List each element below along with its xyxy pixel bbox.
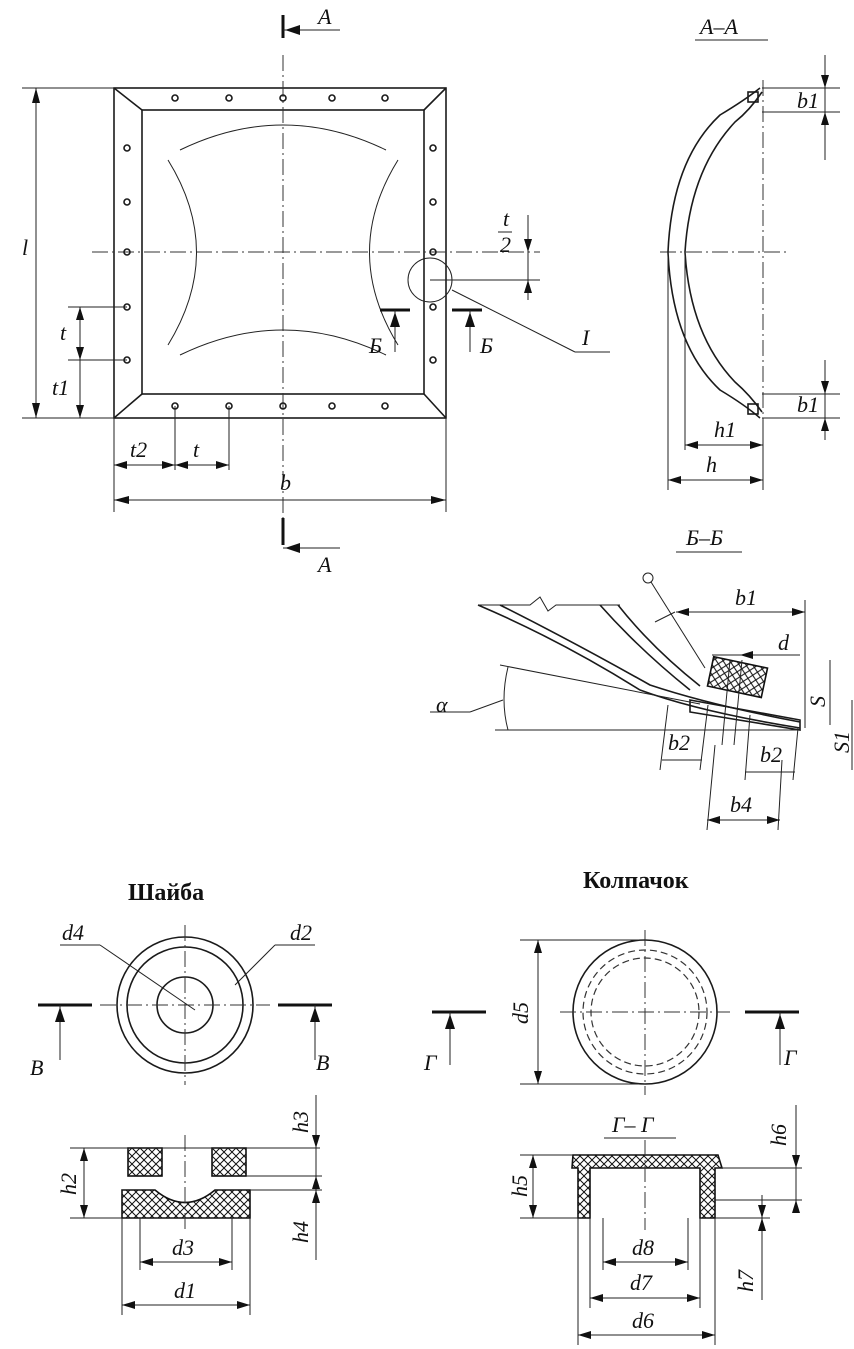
cap-d7: d7	[630, 1270, 653, 1295]
cap-d6: d6	[632, 1308, 654, 1333]
bb-b2-right: b2	[760, 742, 782, 767]
washer-h2: h2	[56, 1173, 81, 1195]
bb-d: d	[778, 630, 790, 655]
washer-d1: d1	[174, 1278, 196, 1303]
dim-t2: t2	[130, 437, 147, 462]
washer-h4: h4	[288, 1221, 313, 1243]
dim-l: l	[22, 235, 28, 260]
aa-b1-top: b1	[797, 88, 819, 113]
washer-title: Шайба	[128, 880, 204, 906]
dim-t-vertical: t	[60, 320, 67, 345]
section-aa-title: A–A	[698, 14, 738, 39]
cap-title: Колпачок	[583, 868, 689, 894]
aa-b1-bottom: b1	[797, 392, 819, 417]
section-aa-view: A–A b1 b1 h1 h	[660, 14, 840, 490]
section-b-right: Б	[479, 333, 493, 358]
washer-d3: d3	[172, 1235, 194, 1260]
dim-b: b	[280, 470, 291, 495]
dim-t1: t1	[52, 375, 69, 400]
cap-h5: h5	[507, 1175, 532, 1197]
bb-b4: b4	[730, 792, 752, 817]
washer-d4: d4	[62, 920, 84, 945]
cap-d8: d8	[632, 1235, 654, 1260]
washer-view: Шайба d4 d2 В В h2 h3	[30, 880, 332, 1315]
cap-view: Колпачок d5 Г Г Г– Г h5	[423, 868, 802, 1345]
section-a-top: A	[316, 4, 332, 29]
cap-g-left: Г	[423, 1050, 438, 1075]
washer-d2: d2	[290, 920, 312, 945]
bb-s1: S1	[829, 731, 854, 753]
section-a-bottom: A	[316, 552, 332, 577]
detail-i-label: I	[581, 325, 591, 350]
aa-h1: h1	[714, 417, 736, 442]
bb-b2-left: b2	[668, 730, 690, 755]
bb-b1: b1	[735, 585, 757, 610]
section-bb-title: Б–Б	[685, 525, 723, 550]
bb-s: S	[805, 696, 830, 707]
dim-t-half-den: 2	[500, 232, 511, 257]
aa-h: h	[706, 452, 717, 477]
washer-h3: h3	[288, 1111, 313, 1133]
cap-g-right: Г	[783, 1045, 798, 1070]
section-b-left: Б	[368, 333, 382, 358]
washer-v-left: В	[30, 1055, 43, 1080]
bb-alpha: α	[436, 692, 448, 717]
dim-t-half-num: t	[503, 206, 510, 231]
cap-section-title: Г– Г	[611, 1112, 655, 1137]
plan-view: I A A Б Б l t t1	[22, 4, 610, 577]
washer-v-right: В	[316, 1050, 329, 1075]
cap-h7: h7	[733, 1269, 758, 1292]
dim-t-horizontal: t	[193, 437, 200, 462]
cap-d5: d5	[508, 1002, 533, 1024]
cap-h6: h6	[766, 1124, 791, 1146]
section-bb-view: Б–Б b1 d S S1 α	[430, 525, 854, 831]
